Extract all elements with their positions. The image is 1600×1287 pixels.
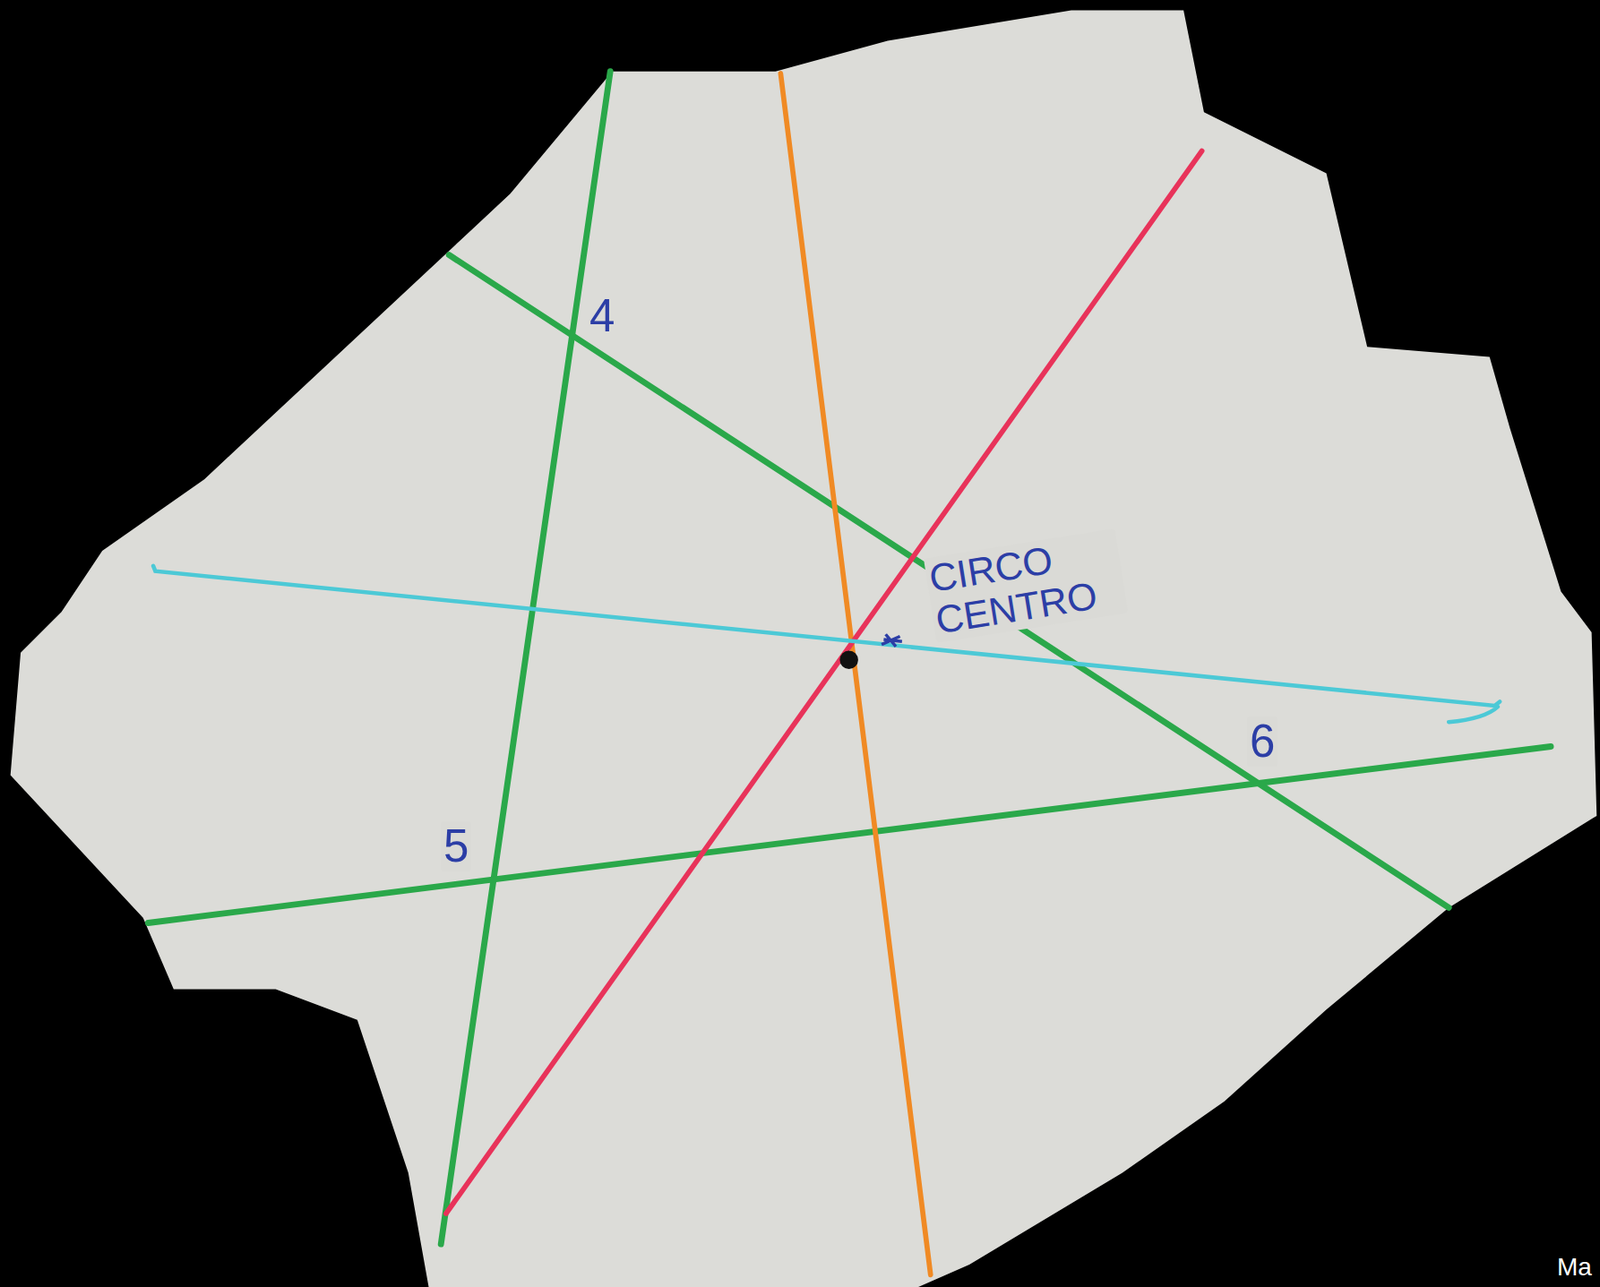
watermark: Ma bbox=[1556, 1254, 1592, 1282]
green-line bbox=[147, 747, 1551, 924]
torn-paper bbox=[10, 9, 1598, 1287]
star-mark bbox=[881, 634, 903, 647]
callout-number: 4 bbox=[589, 291, 615, 342]
orange-line bbox=[780, 73, 930, 1275]
green-line bbox=[440, 71, 611, 1245]
cyan-line bbox=[153, 566, 1500, 723]
center-dot bbox=[839, 650, 858, 669]
red-line bbox=[446, 151, 1203, 1214]
callout-number: 6 bbox=[1247, 716, 1278, 767]
callout-number: 5 bbox=[440, 821, 472, 872]
green-line bbox=[448, 255, 1449, 909]
